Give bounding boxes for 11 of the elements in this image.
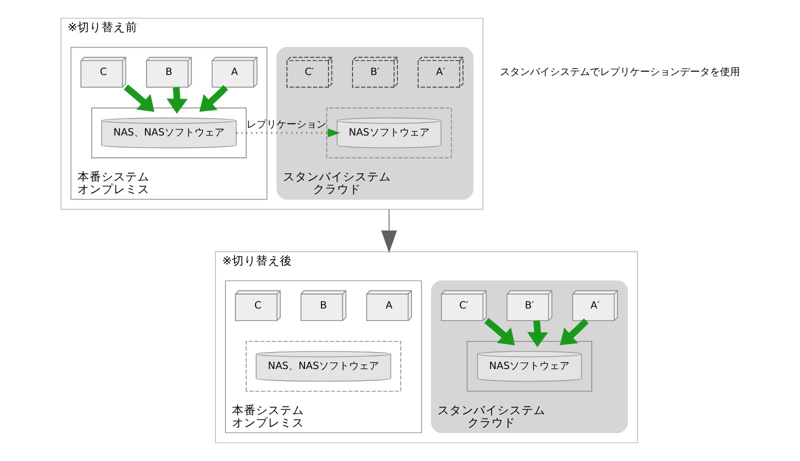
edge-label: レプリケーション (246, 120, 326, 131)
cluster (90, 108, 246, 158)
cluster (466, 340, 592, 392)
cluster (245, 340, 401, 392)
arrow (526, 320, 548, 348)
arrow (198, 85, 228, 112)
label: スタンバイシステムでレプリケーションデータを使用 (500, 66, 740, 78)
arrow (380, 208, 396, 253)
arrow (236, 128, 340, 138)
arrow (166, 86, 188, 114)
arrow (559, 318, 588, 346)
